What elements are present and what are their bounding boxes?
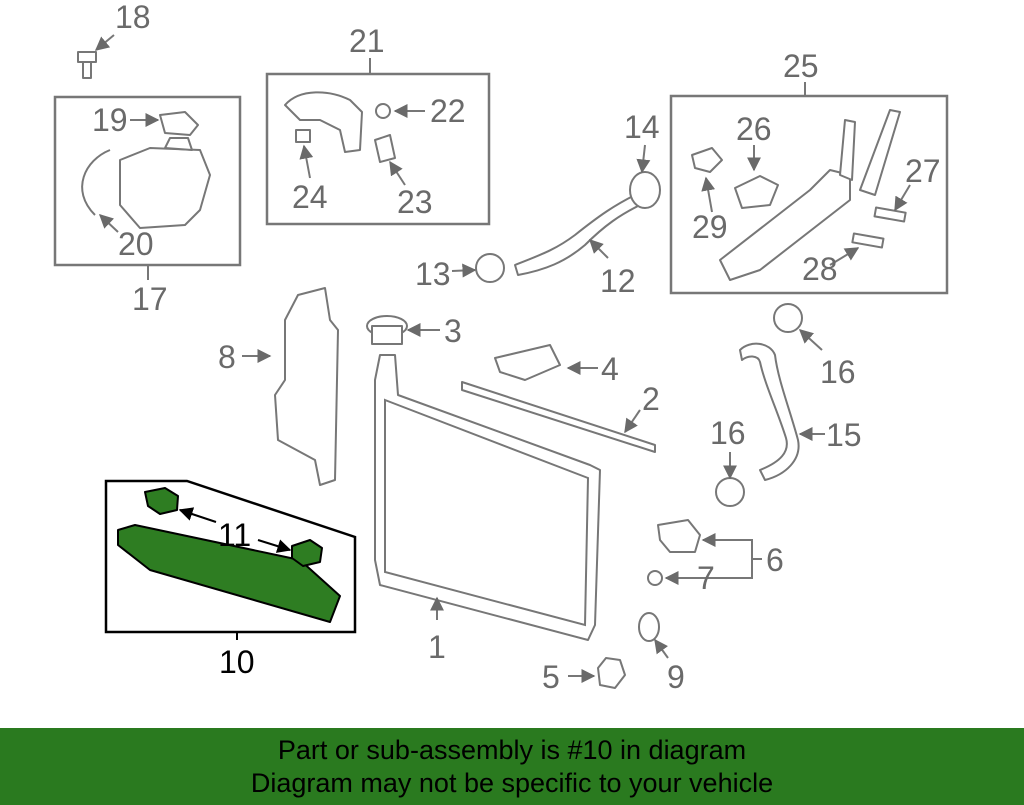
bushing-11-b [291, 539, 323, 567]
radiator-cap-3 [366, 315, 440, 345]
radiator-core [374, 354, 601, 641]
callout-15: 15 [826, 417, 862, 453]
callout-29: 29 [692, 209, 728, 245]
callout-26: 26 [736, 111, 772, 147]
callout-5: 5 [542, 659, 560, 695]
callout-23: 23 [397, 184, 433, 220]
overflow-hose [81, 149, 111, 216]
callout-10: 10 [219, 644, 255, 680]
callout-18: 18 [115, 0, 151, 35]
air-guide-8 [242, 287, 339, 486]
callout-4: 4 [601, 351, 619, 387]
radiator-1 [374, 354, 601, 641]
callout-24: 24 [292, 179, 328, 215]
banner-line-disclaimer: Diagram may not be specific to your vehi… [250, 768, 774, 798]
callout-9: 9 [667, 659, 685, 695]
callout-3: 3 [444, 313, 462, 349]
callout-1: 1 [428, 629, 446, 665]
selected-part-box [104, 479, 357, 634]
reservoir-tank [119, 147, 211, 229]
callout-12: 12 [600, 263, 636, 299]
callout-25: 25 [783, 48, 819, 84]
water-outlet-pipe [284, 91, 363, 153]
callout-13: 13 [415, 256, 451, 292]
reservoir-assembly-group [53, 95, 242, 280]
lower-radiator-hose [739, 342, 800, 481]
bracket-4 [494, 344, 561, 381]
callout-2: 2 [642, 381, 660, 417]
upper-hose-group [451, 144, 661, 283]
reservoir-cap-seal [159, 111, 199, 136]
hose-clamp-16-lower [715, 477, 745, 507]
thermostat-housing-group [669, 82, 949, 295]
lower-hose-group [715, 303, 825, 507]
info-banner: Part or sub-assembly is #10 in diagram D… [0, 728, 1024, 805]
callout-14: 14 [624, 109, 660, 145]
lower-air-guide-highlighted [117, 524, 341, 623]
hose-clamp-13 [475, 253, 505, 283]
callout-16-upper: 16 [820, 354, 856, 390]
bushing-11-a [144, 487, 179, 515]
callout-27: 27 [905, 153, 941, 189]
bolt-18 [77, 34, 115, 79]
parts-diagram: 18 19 20 17 21 22 23 24 25 26 27 28 29 1… [53, 0, 949, 695]
hose-clamp-16-upper [773, 303, 803, 333]
callout-11: 11 [218, 517, 251, 553]
callout-21: 21 [349, 23, 385, 59]
callout-28: 28 [802, 251, 838, 287]
callout-19: 19 [92, 102, 128, 138]
banner-line-part: Part or sub-assembly is #10 in diagram [277, 735, 747, 765]
seal-and-bracket [461, 344, 656, 453]
callout-6: 6 [766, 542, 784, 578]
highlighted-part-10-group [104, 479, 357, 640]
thermostat-housing-pipe [719, 169, 851, 281]
thermostat-housing-box [669, 94, 949, 295]
hose-clamp-14 [629, 171, 661, 209]
bracket-6-7 [647, 519, 762, 586]
water-outlet-group [265, 58, 491, 226]
callout-22: 22 [430, 93, 466, 129]
water-outlet-box [265, 72, 491, 226]
grommet-9 [638, 612, 669, 659]
seal-2 [461, 381, 656, 453]
callout-17: 17 [132, 281, 168, 317]
callout-20: 20 [118, 226, 154, 262]
callout-16-lower: 16 [710, 415, 746, 451]
cushion-5 [568, 657, 626, 689]
callout-8: 8 [218, 339, 236, 375]
callout-7: 7 [697, 560, 715, 596]
